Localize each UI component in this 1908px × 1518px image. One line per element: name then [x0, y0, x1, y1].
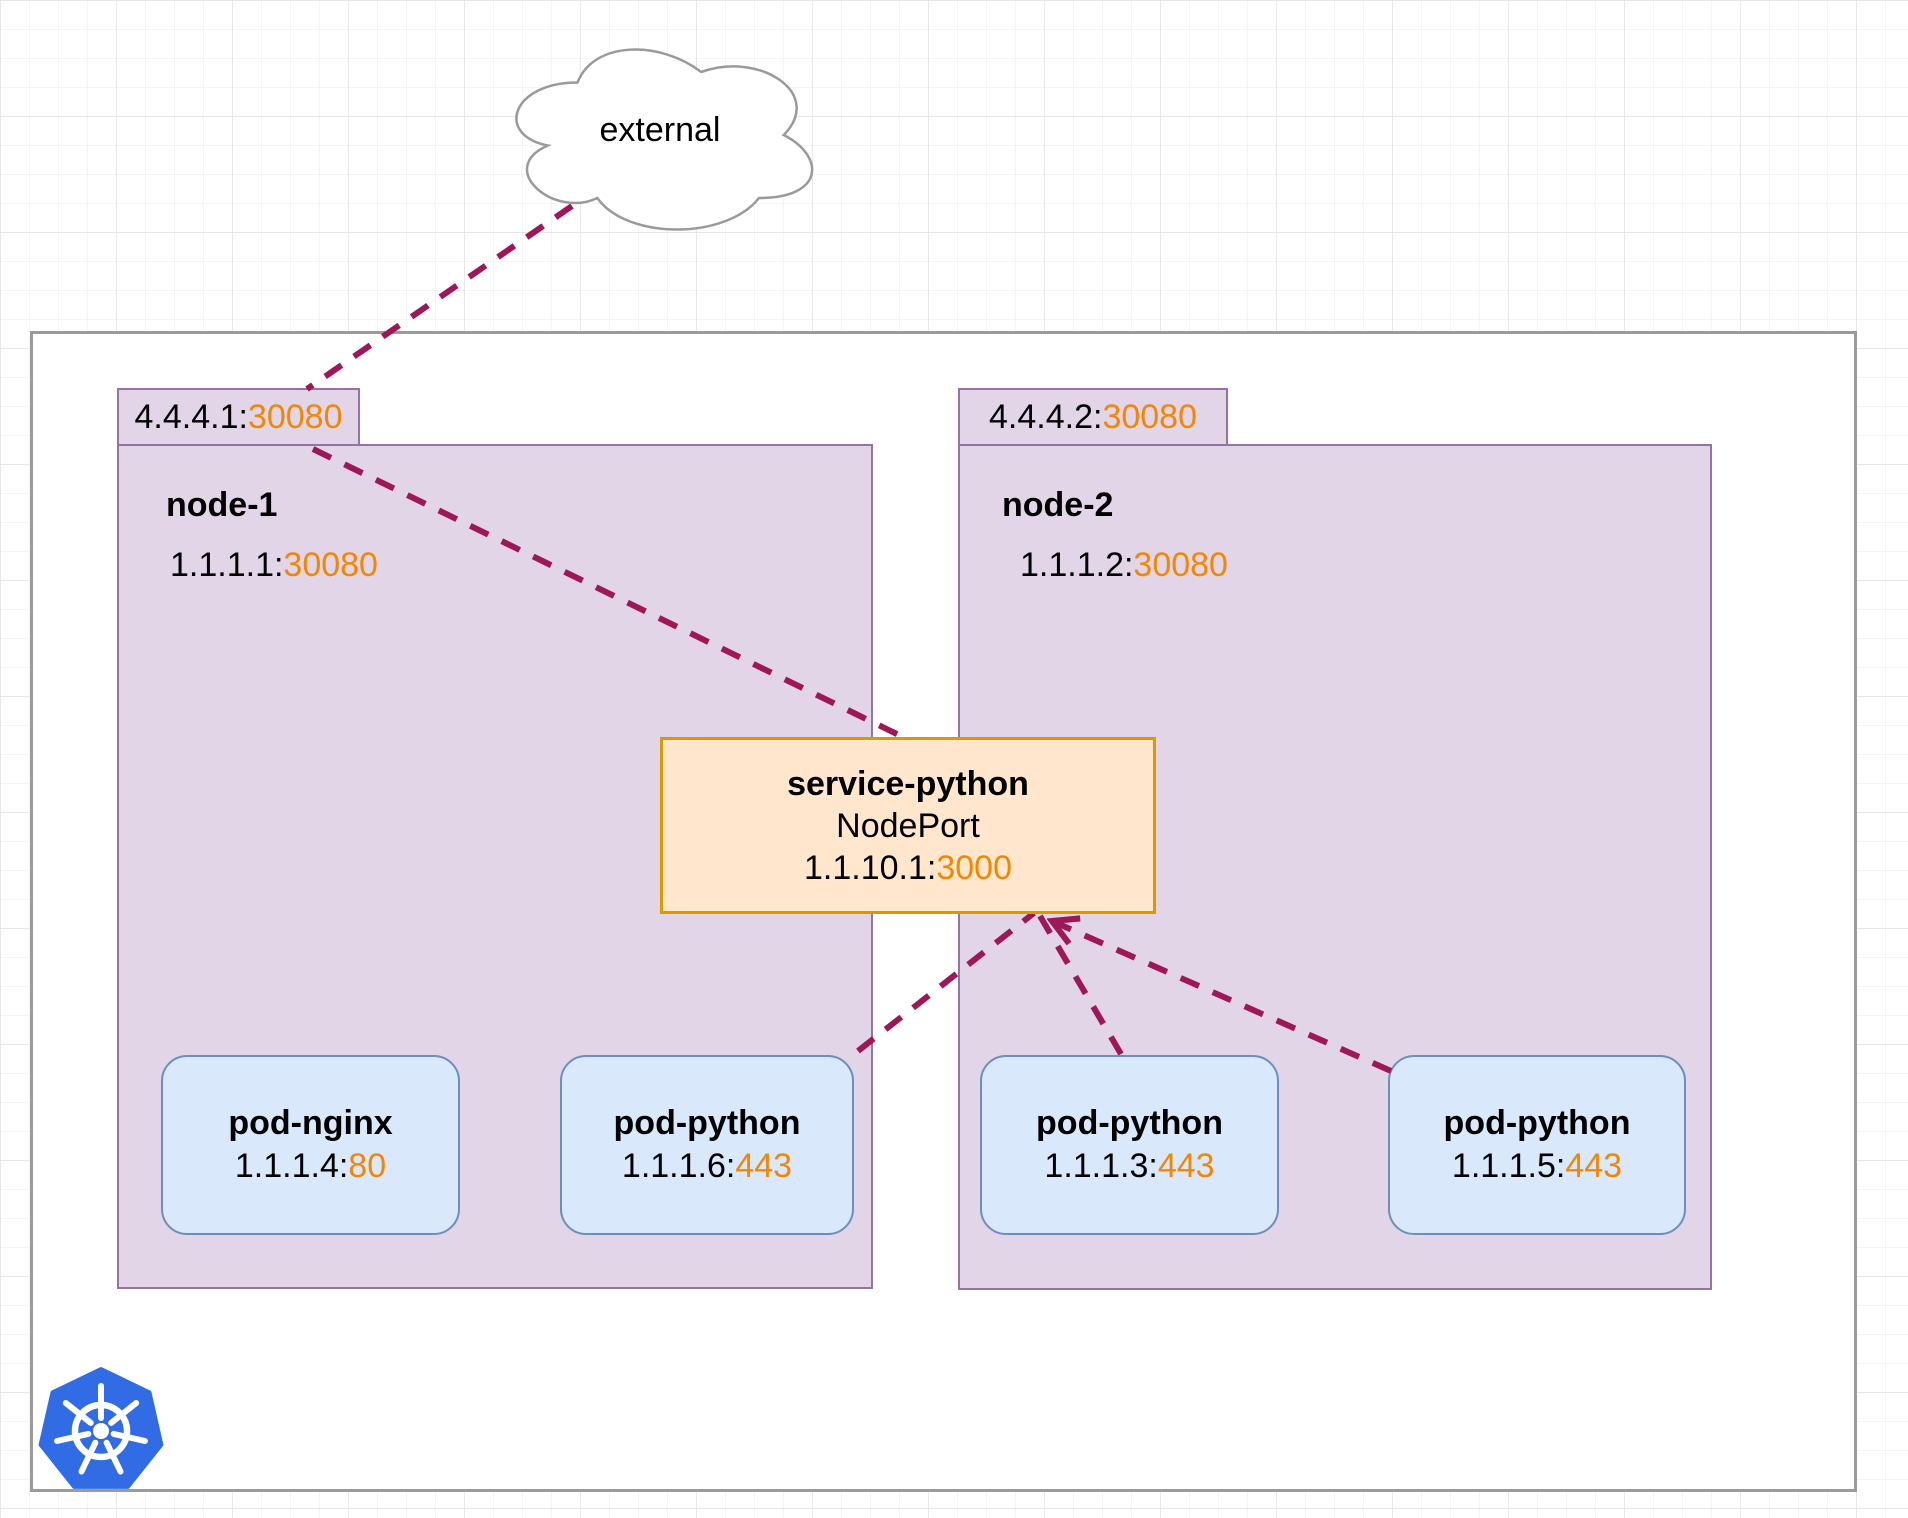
node-2-port: 30080 [1133, 546, 1228, 584]
node-2-ip-address: 1.1.1.2: [1020, 546, 1134, 584]
node-1-external-ip: 4.4.4.1: [134, 397, 248, 436]
pod-python-1-box: pod-python 1.1.1.6:443 [560, 1055, 854, 1235]
pod-ip-address: 1.1.1.3: [1044, 1147, 1158, 1185]
pod-ip-address: 1.1.1.6: [621, 1147, 736, 1185]
pod-name: pod-python [1036, 1104, 1223, 1142]
service-port: 3000 [936, 848, 1012, 887]
node-2-nodeport-tab: 4.4.4.2:30080 [958, 388, 1228, 446]
pod-name: pod-python [1443, 1104, 1631, 1142]
external-cloud-label: external [599, 110, 721, 149]
node-1-title: node-1 [166, 486, 278, 524]
node-2-external-port: 30080 [1102, 397, 1197, 436]
node-2-external-ip: 4.4.4.2: [989, 397, 1103, 436]
node-1-port: 30080 [283, 546, 378, 584]
pod-nginx-box: pod-nginx 1.1.1.4:80 [161, 1055, 460, 1235]
pod-ip: 1.1.1.5:443 [1452, 1145, 1622, 1188]
pod-ip: 1.1.1.6:443 [622, 1145, 792, 1188]
pod-port: 443 [1565, 1147, 1623, 1185]
node-1-ip: 1.1.1.1:30080 [170, 546, 378, 585]
service-type: NodePort [836, 806, 980, 845]
node-2-ip: 1.1.1.2:30080 [1020, 546, 1228, 585]
pod-python-2-box: pod-python 1.1.1.3:443 [980, 1055, 1279, 1235]
pod-ip-address: 1.1.1.4: [234, 1147, 349, 1185]
service-ip: 1.1.10.1:3000 [804, 847, 1012, 889]
service-name: service-python [787, 764, 1029, 803]
pod-port: 443 [735, 1147, 793, 1185]
node-2-title: node-2 [1002, 486, 1114, 524]
pod-python-3-box: pod-python 1.1.1.5:443 [1388, 1055, 1686, 1235]
pod-name: pod-python [613, 1104, 801, 1142]
service-ip-address: 1.1.10.1: [804, 848, 937, 887]
node-1-ip-address: 1.1.1.1: [170, 546, 284, 584]
pod-name: pod-nginx [228, 1104, 393, 1142]
pod-ip-address: 1.1.1.5: [1451, 1147, 1566, 1185]
service-python-box: service-python NodePort 1.1.10.1:3000 [660, 737, 1156, 914]
node-1-external-port: 30080 [247, 397, 343, 436]
pod-port: 443 [1157, 1147, 1215, 1185]
pod-ip: 1.1.1.3:443 [1044, 1145, 1214, 1188]
pod-ip: 1.1.1.4:80 [235, 1145, 386, 1188]
pod-port: 80 [348, 1147, 387, 1185]
node-1-nodeport-tab: 4.4.4.1:30080 [117, 388, 360, 446]
